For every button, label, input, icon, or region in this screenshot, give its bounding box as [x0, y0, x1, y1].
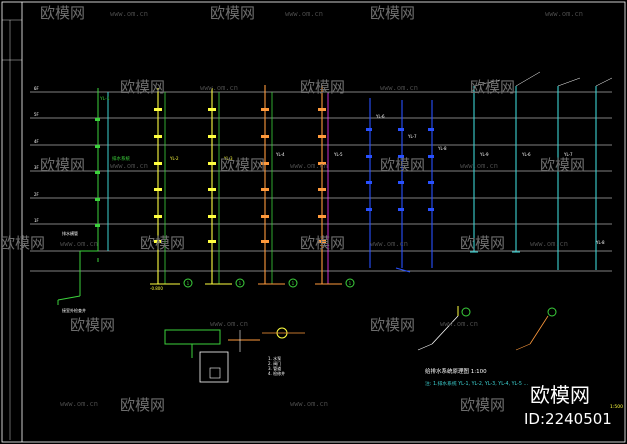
- watermark-url: www.om.cn: [110, 162, 148, 170]
- corner-brand: 欧模网: [530, 383, 590, 407]
- svg-text:YL-8: YL-8: [437, 146, 447, 151]
- detail-right: [417, 306, 557, 351]
- riser-group-1: YL-1 排水系统 排水横管 接室外检查井: [57, 88, 130, 313]
- watermark-url: www.om.cn: [290, 400, 328, 408]
- svg-text:YL-2: YL-2: [169, 156, 179, 161]
- watermark-layer: 欧模网 www.om.cn 欧模网 www.om.cn 欧模网 www.om.c…: [0, 4, 585, 414]
- watermark-url: www.om.cn: [530, 240, 568, 248]
- watermark-url: www.om.cn: [380, 84, 418, 92]
- floor-label: 6F: [34, 86, 39, 91]
- watermark-brand: 欧模网: [470, 78, 515, 96]
- svg-text:YL-9: YL-9: [479, 152, 489, 157]
- watermark-brand: 欧模网: [0, 234, 45, 252]
- svg-text:4. 检修井: 4. 检修井: [268, 370, 285, 376]
- watermark-brand: 欧模网: [140, 234, 185, 252]
- svg-text:3. 管道: 3. 管道: [268, 365, 281, 371]
- floor-label: 3F: [34, 165, 39, 170]
- drawing-caption: 给排水系统原理图 1:100: [425, 367, 487, 375]
- riser-group-cyan: [470, 86, 597, 270]
- watermark-url: www.om.cn: [290, 162, 328, 170]
- watermark-brand: 欧模网: [220, 156, 265, 174]
- watermark-brand: 欧模网: [40, 156, 85, 174]
- watermark-brand: 欧模网: [120, 396, 165, 414]
- watermark-url: www.om.cn: [440, 320, 478, 328]
- watermark-brand: 欧模网: [70, 316, 115, 334]
- svg-text:排水系统: 排水系统: [112, 155, 130, 162]
- watermark-url: www.om.cn: [200, 84, 238, 92]
- svg-text:1. 水泵: 1. 水泵: [268, 355, 281, 361]
- svg-text:1: 1: [292, 281, 295, 287]
- watermark-brand: 欧模网: [300, 78, 345, 96]
- watermark-brand: 欧模网: [540, 156, 585, 174]
- detail-left: 1. 水泵 2. 阀门 3. 管道 4. 检修井: [164, 327, 305, 383]
- svg-text:2. 阀门: 2. 阀门: [268, 360, 281, 366]
- riser-group-2: 1 YL-2 -0.800: [150, 88, 193, 291]
- watermark-url: www.om.cn: [370, 240, 408, 248]
- watermark-brand: 欧模网: [120, 78, 165, 96]
- svg-text:1: 1: [239, 281, 242, 287]
- watermark-url: www.om.cn: [460, 162, 498, 170]
- svg-text:YL-7: YL-7: [407, 134, 417, 139]
- riser-group-5: 1 YL-5: [315, 85, 355, 288]
- watermark-url: www.om.cn: [60, 400, 98, 408]
- svg-text:YL-1: YL-1: [99, 96, 110, 102]
- watermark-brand: 欧模网: [210, 4, 255, 22]
- riser-group-4: 1 YL-4: [258, 85, 298, 288]
- watermark-brand: 欧模网: [460, 396, 505, 414]
- watermark-url: www.om.cn: [545, 10, 583, 18]
- riser-group-3: 1 YL-3: [205, 88, 245, 288]
- corner-id: ID:2240501: [524, 410, 612, 428]
- floor-lines: [30, 91, 612, 272]
- watermark-url: www.om.cn: [210, 320, 248, 328]
- svg-text:接室外检查井: 接室外检查井: [62, 307, 86, 313]
- drawing-note: 注: 1.排水系统 YL-1, YL-2, YL-3, YL-4, YL-5 .…: [425, 380, 528, 387]
- sheet-number: 1:500: [610, 404, 623, 410]
- watermark-brand: 欧模网: [370, 4, 415, 22]
- svg-text:YL-5: YL-5: [333, 152, 343, 157]
- watermark-brand: 欧模网: [300, 234, 345, 252]
- svg-text:YL-8: YL-8: [595, 240, 605, 245]
- svg-text:排水横管: 排水横管: [62, 230, 78, 236]
- watermark-brand: 欧模网: [370, 316, 415, 334]
- watermark-brand: 欧模网: [380, 156, 425, 174]
- watermark-url: www.om.cn: [110, 10, 148, 18]
- floor-label: 2F: [34, 192, 39, 197]
- svg-text:1: 1: [187, 281, 190, 287]
- watermark-url: www.om.cn: [60, 240, 98, 248]
- watermark-brand: 欧模网: [460, 234, 505, 252]
- watermark-brand: 欧模网: [40, 4, 85, 22]
- floor-label: 5F: [34, 112, 39, 117]
- svg-text:-0.800: -0.800: [150, 286, 163, 291]
- svg-text:YL-6: YL-6: [521, 152, 531, 157]
- floor-level-labels: 6F 5F 4F 3F 2F 1F: [34, 86, 39, 223]
- svg-text:YL-6: YL-6: [375, 114, 385, 119]
- watermark-url: www.om.cn: [285, 10, 323, 18]
- svg-text:YL-4: YL-4: [275, 152, 285, 157]
- svg-text:YL-7: YL-7: [563, 152, 573, 157]
- floor-label: 4F: [34, 139, 39, 144]
- svg-text:1: 1: [349, 281, 352, 287]
- corner-watermark: 欧模网 ID:2240501: [524, 383, 612, 428]
- floor-label: 1F: [34, 218, 39, 223]
- svg-text:YL-3: YL-3: [223, 156, 233, 161]
- caption-block: 给排水系统原理图 1:100 注: 1.排水系统 YL-1, YL-2, YL-…: [425, 367, 623, 410]
